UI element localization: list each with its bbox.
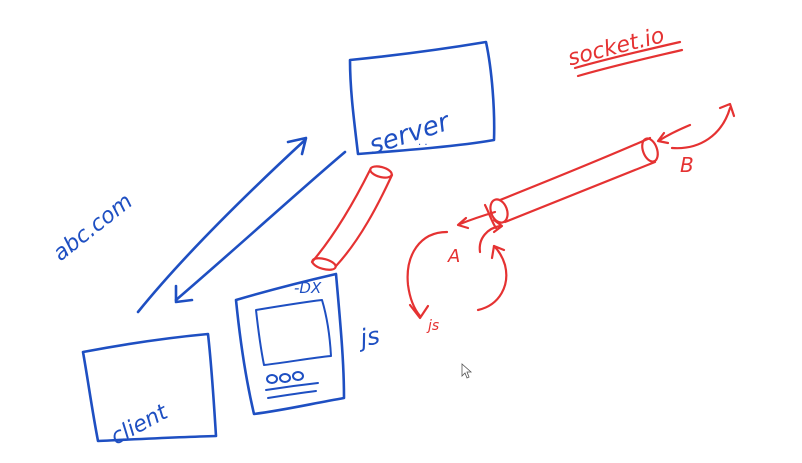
domain-label: abc.com <box>49 189 138 266</box>
browser-buttons <box>266 371 304 384</box>
curve-arrow-right-head <box>490 244 506 260</box>
arrow-client-to-server <box>136 138 307 314</box>
js-label: js <box>355 322 382 353</box>
browser-screen <box>255 299 332 366</box>
pipe-b-curve-head <box>718 102 736 118</box>
socket-io-underline-2 <box>576 48 684 78</box>
server-label: server <box>366 106 456 161</box>
browser-outer-box <box>234 272 346 416</box>
js-small-label: js <box>426 318 439 334</box>
pipe-b-arrow-head <box>656 131 670 145</box>
server-box <box>348 40 496 156</box>
socket-io-underline-1 <box>573 40 682 70</box>
browser-line-2 <box>267 390 317 399</box>
socket-pipe-vertical <box>310 165 394 271</box>
arrow-server-to-client <box>174 150 347 302</box>
pipe-b-curve <box>670 106 732 150</box>
curve-arrow-into-pipe-head <box>492 218 504 234</box>
end-b-label: B <box>680 153 694 177</box>
socket-io-label: socket.io <box>565 23 667 71</box>
pipe-a-arrow-left-head <box>456 216 470 230</box>
arrow-server-to-client-head <box>174 284 194 304</box>
browser-dx-label: -DX <box>294 279 322 297</box>
pipe-a-arrow-left <box>458 210 497 226</box>
mouse-pointer-icon <box>461 363 473 379</box>
arrow-client-to-server-head <box>286 136 308 156</box>
curve-arrow-into-pipe <box>478 224 502 254</box>
client-label: client <box>107 399 173 450</box>
curve-arrow-left <box>406 230 449 318</box>
pipe-b-arrow <box>658 123 692 142</box>
browser-line-1 <box>265 382 319 391</box>
curve-arrow-right <box>476 244 508 312</box>
socket-pipe-horizontal <box>483 136 659 230</box>
client-box <box>81 332 218 443</box>
curve-arrow-left-head <box>408 303 430 320</box>
server-dots: · · <box>418 140 428 151</box>
end-a-label: A <box>447 246 460 267</box>
